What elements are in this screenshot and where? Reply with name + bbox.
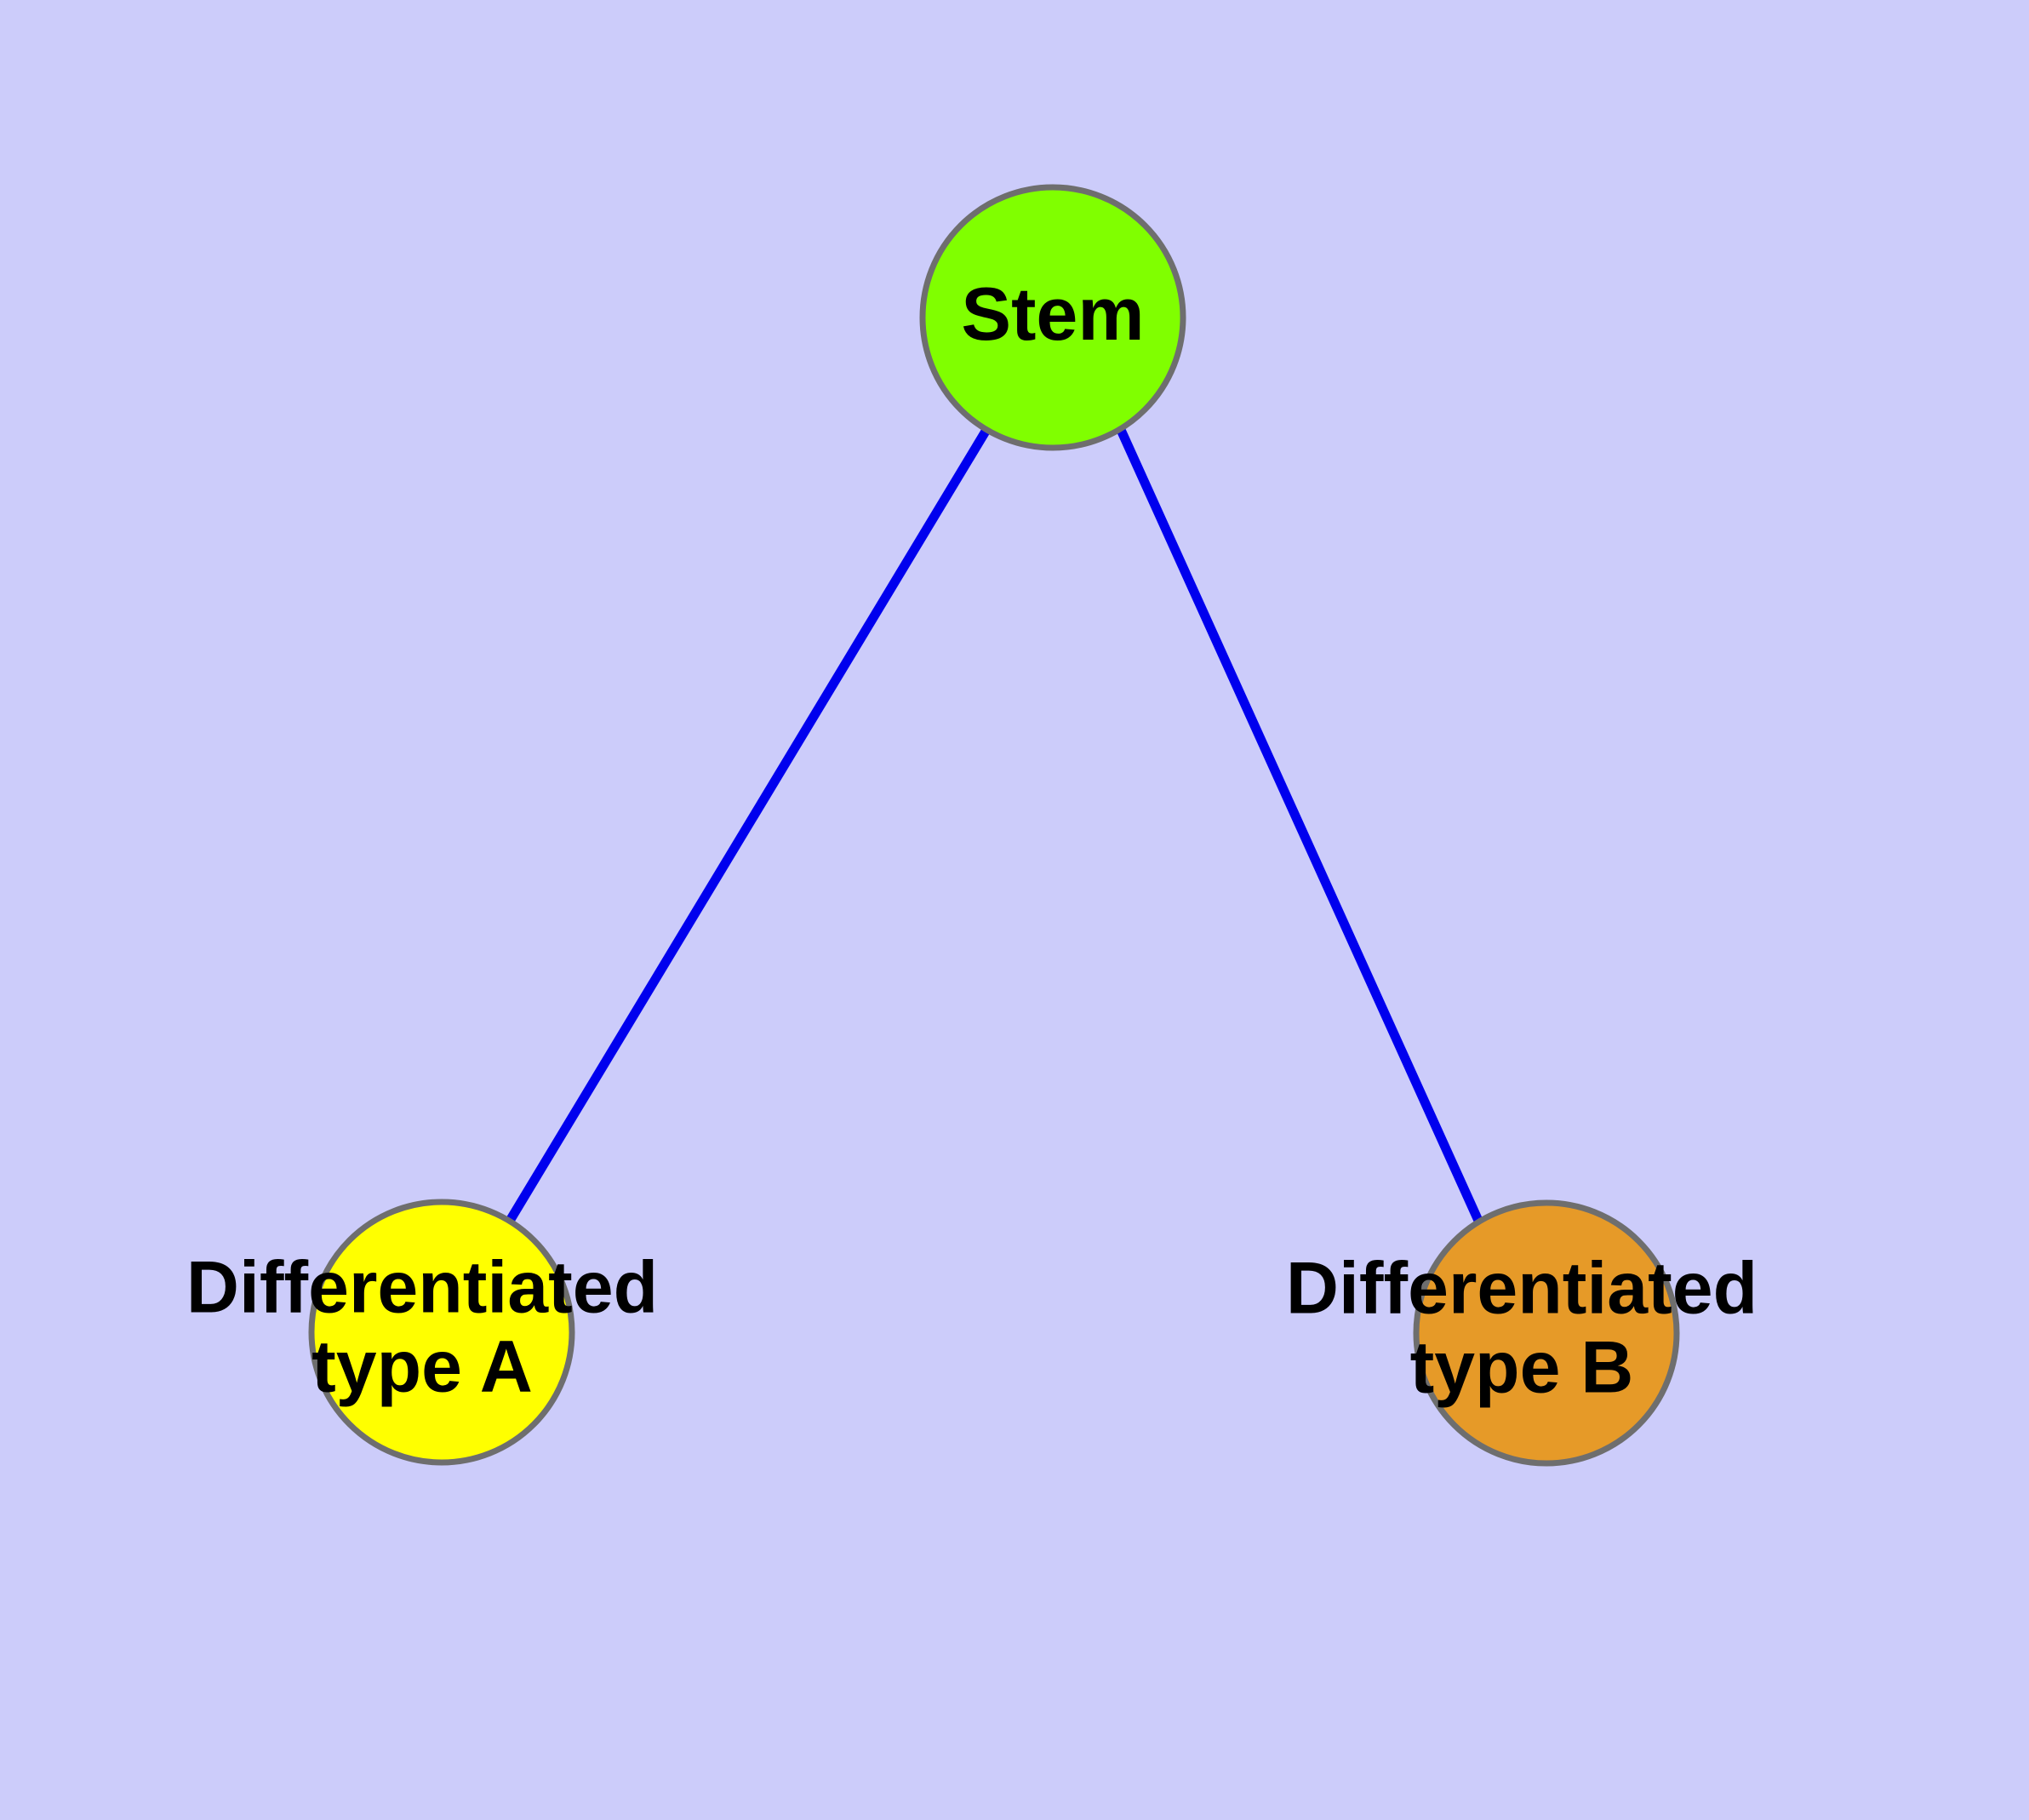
- node-stem-label: Stem: [961, 272, 1144, 356]
- node-stem-circle[interactable]: [919, 184, 1186, 451]
- edge-stem-to-differentiated-type-b[interactable]: [1116, 427, 1484, 1225]
- edge-layer: [506, 427, 1484, 1225]
- node-differentiated-type-b-circle[interactable]: [1413, 1199, 1680, 1467]
- node-differentiated-type-b[interactable]: [1413, 1199, 1680, 1467]
- edge-stem-to-differentiated-type-a[interactable]: [506, 427, 991, 1223]
- node-differentiated-type-a[interactable]: [308, 1199, 575, 1466]
- node-stem[interactable]: [919, 184, 1186, 451]
- node-layer: [308, 184, 1680, 1467]
- node-differentiated-type-a-circle[interactable]: [308, 1199, 575, 1466]
